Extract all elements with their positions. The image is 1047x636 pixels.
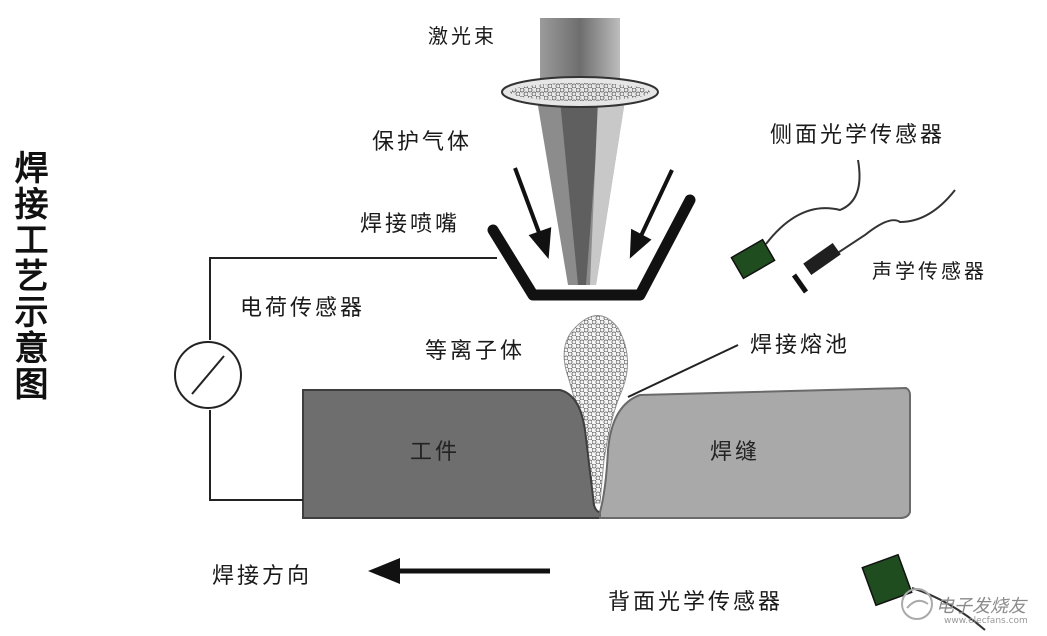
weld-seam-block	[599, 386, 911, 519]
weld-pool-leader	[627, 344, 739, 398]
back-optical-sensor	[861, 553, 986, 631]
plasma-plume	[563, 315, 629, 504]
label-weld-direction: 焊接方向	[212, 564, 313, 589]
label-laser-beam: 激光束	[428, 24, 497, 48]
diagram-title: 焊接工艺示意图	[8, 150, 48, 402]
label-workpiece: 工件	[410, 440, 461, 465]
label-back-optical-sensor: 背面光学传感器	[608, 590, 784, 615]
lens	[501, 76, 659, 108]
watermark-logo-icon	[901, 588, 933, 620]
label-plasma: 等离子体	[425, 339, 526, 364]
label-side-optical-sensor: 侧面光学传感器	[770, 123, 946, 148]
label-acoustic-sensor: 声学传感器	[872, 259, 987, 283]
watermark-url: www.elecfans.com	[944, 616, 1028, 626]
label-charge-sensor: 电荷传感器	[240, 296, 366, 321]
label-weld-seam: 焊缝	[710, 440, 761, 465]
side-optical-sensor	[730, 159, 861, 280]
label-nozzle: 焊接喷嘴	[360, 212, 461, 237]
acoustic-sensor	[791, 189, 956, 294]
weld-direction-arrow	[368, 558, 550, 584]
label-shield-gas: 保护气体	[372, 130, 473, 155]
weld-nozzle	[487, 194, 696, 301]
label-weld-pool: 焊接熔池	[750, 333, 851, 358]
shield-gas-arrows	[513, 167, 674, 260]
charge-sensor-gauge	[174, 341, 242, 409]
watermark-text: 电子发烧友	[936, 596, 1026, 617]
laser-beam	[537, 18, 625, 285]
charge-sensor-circuit	[209, 257, 497, 501]
